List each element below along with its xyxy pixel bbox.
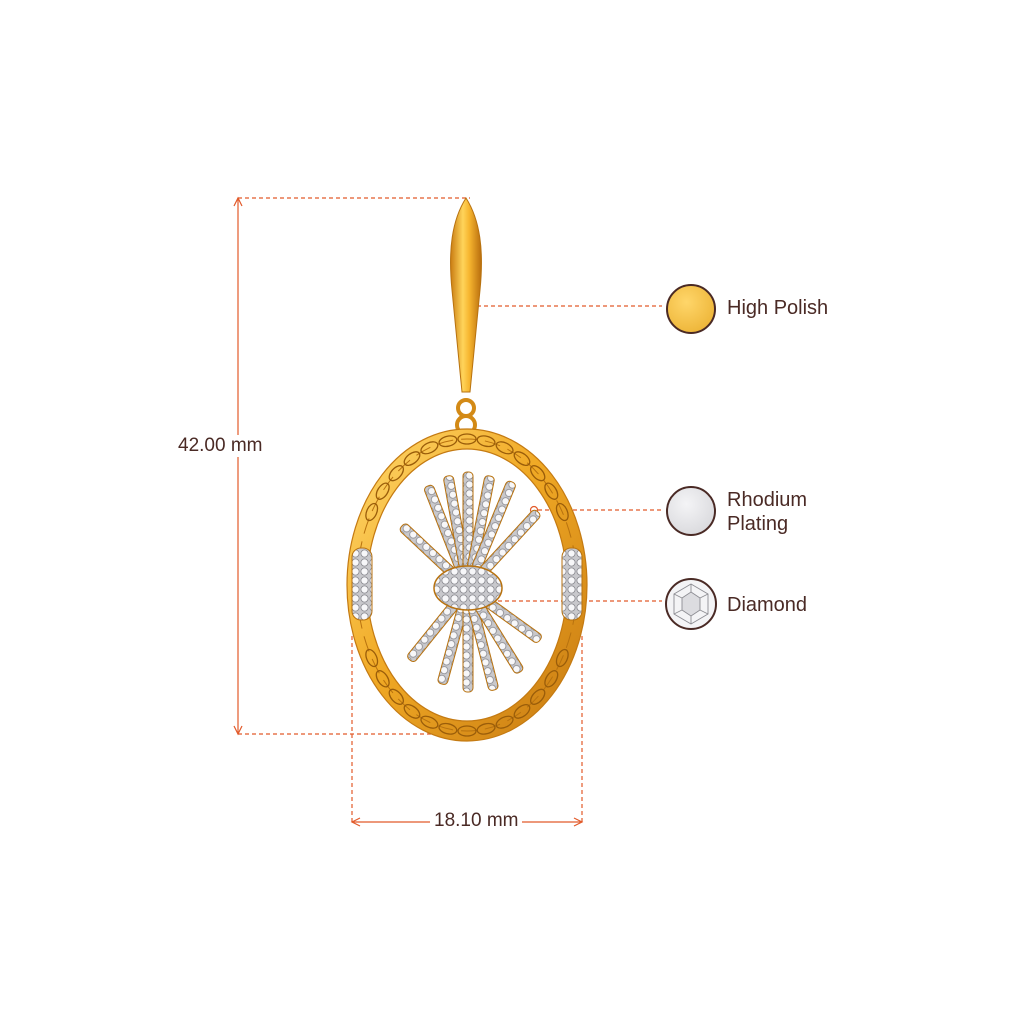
chain-link: [513, 703, 531, 719]
high-polish-swatch: [666, 284, 716, 334]
rhodium-swatch: [666, 486, 716, 536]
height-dimension: [233, 196, 470, 736]
chain-link: [420, 441, 439, 455]
chain-link: [529, 465, 546, 482]
height-label: 42.00 mm: [178, 435, 263, 457]
chain-link: [476, 435, 496, 448]
chain-link: [555, 648, 569, 668]
diamond-label: Diamond: [727, 594, 808, 616]
chain-link: [388, 465, 405, 482]
diamond-icon: [665, 578, 717, 630]
chain-link: [544, 482, 559, 500]
chain-link: [365, 648, 379, 668]
chain-link: [365, 502, 379, 522]
chain-link: [513, 451, 531, 467]
chain-link: [403, 703, 421, 719]
chain-link: [476, 722, 496, 735]
chain-link: [495, 715, 514, 729]
chain-link: [420, 715, 439, 729]
high-polish-label: High Polish: [727, 297, 829, 319]
rhodium-label: Rhodium Plating: [727, 489, 808, 535]
chain-link: [438, 435, 458, 448]
chain-link: [375, 670, 390, 688]
chain-link: [388, 688, 405, 705]
width-label: 18.10 mm: [430, 810, 523, 832]
chain-link: [375, 482, 390, 500]
chain-link: [544, 670, 559, 688]
chain-link: [555, 502, 569, 522]
chain-link: [495, 441, 514, 455]
earring-image: [346, 197, 588, 742]
chain-link: [457, 725, 477, 737]
chain-link: [457, 433, 477, 445]
chain-link: [529, 688, 546, 705]
chain-link: [403, 451, 421, 467]
chain-link: [438, 722, 458, 735]
